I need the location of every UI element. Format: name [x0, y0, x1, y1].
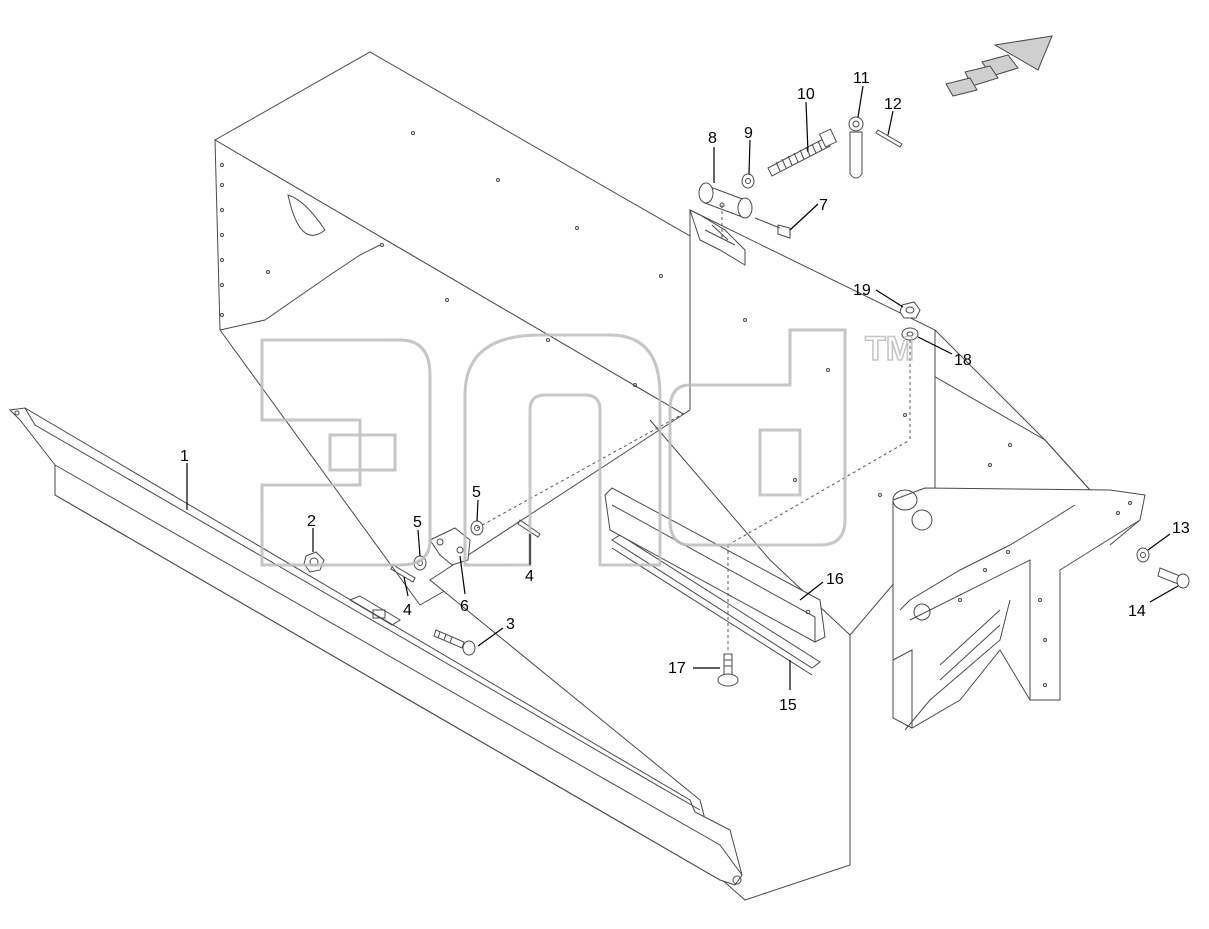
- callout-labels: 1 2 3 4 4 5 5 6 7 8 9 10 11 12 13 14 15 …: [180, 70, 1190, 714]
- callout-10: 10: [797, 86, 815, 103]
- callout-17: 17: [668, 660, 686, 677]
- callout-5-left: 5: [413, 514, 422, 531]
- callout-14: 14: [1128, 603, 1146, 620]
- travel-direction-arrow-icon: [945, 35, 1053, 97]
- callout-3: 3: [506, 616, 515, 633]
- leader-lines: [186, 85, 1179, 690]
- part-12-cotter-pin: [875, 129, 903, 148]
- part-19-nut: [899, 301, 921, 319]
- callout-7: 7: [819, 197, 828, 214]
- callout-4-right: 4: [525, 568, 534, 585]
- part-10-spring-rod: [767, 128, 838, 177]
- callout-11: 11: [853, 70, 870, 87]
- callout-19: 19: [853, 282, 871, 299]
- part-4-pin-a: [390, 564, 416, 583]
- part-1-bottom-deflector: [8, 407, 743, 886]
- part-4-pin-b: [517, 519, 541, 538]
- part-7-screw: [754, 217, 791, 239]
- side-frame: [892, 487, 1146, 731]
- part-6-hinge-plate: [429, 527, 471, 566]
- callout-16: 16: [826, 571, 844, 588]
- callout-13: 13: [1172, 520, 1190, 537]
- part-9-washer: [741, 173, 755, 189]
- part-17-carriage-bolt: [717, 653, 739, 687]
- callout-6: 6: [460, 598, 469, 615]
- callout-8: 8: [708, 130, 717, 147]
- callout-4-left: 4: [403, 602, 412, 619]
- main-hood-body: [213, 51, 1141, 901]
- part-8-cylinder: [698, 182, 753, 219]
- part-13-washer: [1136, 547, 1150, 563]
- part-2-nut: [303, 551, 325, 573]
- part-11-clevis-pin: [848, 116, 864, 179]
- assembly-centerlines: [476, 205, 911, 650]
- callout-18: 18: [954, 352, 972, 369]
- watermark-logo: TM: [260, 328, 915, 567]
- callout-5-right: 5: [472, 484, 481, 501]
- part-14-bolt: [1157, 567, 1190, 589]
- callout-15: 15: [779, 697, 797, 714]
- part-15-flat-strip: [611, 534, 821, 676]
- part-18-washer: [901, 327, 919, 341]
- watermark-tm: TM: [865, 330, 914, 368]
- callout-12: 12: [884, 96, 902, 113]
- part-3-bolt: [433, 629, 476, 656]
- callout-2: 2: [307, 513, 316, 530]
- callout-9: 9: [744, 125, 753, 142]
- callout-1: 1: [180, 448, 189, 465]
